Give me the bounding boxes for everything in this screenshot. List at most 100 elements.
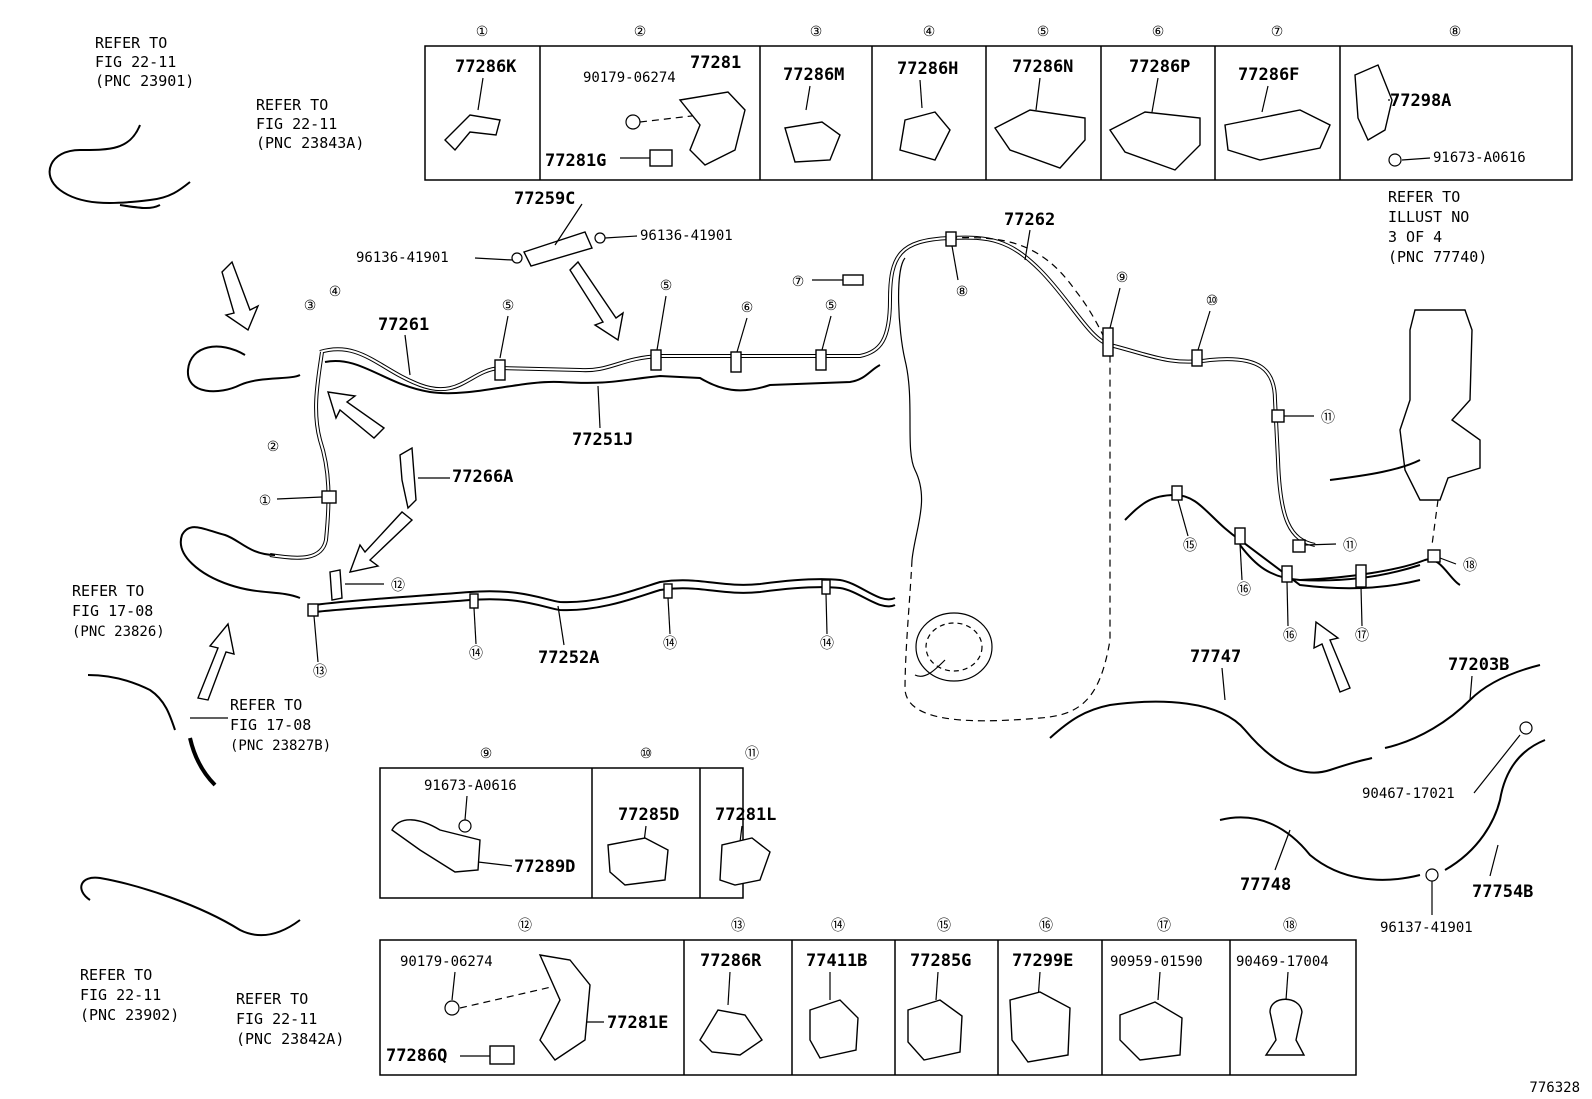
label-77754B: 77754B [1472, 882, 1533, 902]
label-77252A: 77252A [538, 648, 599, 668]
clip-90959-drawing [1119, 1001, 1183, 1061]
part-77289D: 77289D [514, 857, 575, 877]
label-77747: 77747 [1190, 647, 1241, 667]
callout-5b: ⑤ [660, 278, 673, 294]
ref-23901-line2: FIG 22-11 [95, 53, 176, 71]
top-header-5: ⑤ [1037, 24, 1050, 40]
top-header-3: ③ [810, 24, 823, 40]
callout-2: ② [267, 439, 280, 455]
part-77281G: 77281G [545, 151, 606, 171]
bracket-77281E-drawing [538, 954, 591, 1061]
top-header-8: ⑧ [1449, 24, 1462, 40]
part-labels: 77259C 96136-41901 96136-41901 77262 772… [356, 189, 1533, 936]
callout-14b: ⑭ [663, 636, 677, 652]
part-77286Q: 77286Q [386, 1046, 447, 1066]
nut-drawing [625, 114, 641, 130]
part-90469-17004: 90469-17004 [1236, 954, 1329, 970]
bottom-parts-table: ⑫ ⑬ ⑭ ⑮ ⑯ ⑰ ⑱ 90179-06274 77281E 77286Q … [379, 918, 1357, 1076]
callout-9: ⑨ [1116, 270, 1129, 286]
callout-13: ⑬ [313, 664, 327, 680]
part-77285D: 77285D [618, 805, 679, 825]
ref-77740-line4: (PNC 77740) [1388, 248, 1487, 266]
part-77286H: 77286H [897, 59, 958, 79]
clip-77285D-drawing [607, 837, 669, 886]
part-77266A-drawing [399, 446, 417, 510]
label-96136-41901-left: 96136-41901 [356, 250, 449, 266]
ref-23842A-line1: REFER TO [236, 990, 308, 1008]
ref-23902-line3: (PNC 23902) [80, 1006, 179, 1024]
callout-17: ⑰ [1355, 628, 1369, 644]
ref-23842A-line3: (PNC 23842A) [236, 1030, 344, 1048]
ref-77740-line2: ILLUST NO [1388, 208, 1469, 226]
label-77266A: 77266A [452, 467, 513, 487]
ref-23842A-line2: FIG 22-11 [236, 1010, 317, 1028]
label-90467-17021: 90467-17021 [1362, 786, 1455, 802]
mid-parts-table: ⑨ ⑩ ⑪ 91673-A0616 77289D 77285D 77281L [379, 746, 776, 899]
part-77286K: 77286K [455, 57, 517, 77]
callout-11b: ⑪ [1343, 538, 1357, 554]
callout-3: ③ [304, 298, 317, 314]
ref-23826-line3: (PNC 23826) [72, 624, 165, 640]
clip-77286M-drawing [784, 121, 841, 163]
part-77298A: 77298A [1390, 91, 1451, 111]
bracket-77281-drawing [678, 91, 746, 166]
mid-header-9: ⑨ [480, 746, 493, 762]
callouts: ③ ④ ② ① ⑤ ⑤ ⑥ ⑤ ⑦ ⑧ ⑨ ⑩ ⑪ ⑪ ⑫ ⑬ ⑭ ⑭ ⑭ ⑮ [259, 245, 1477, 680]
part-90959-01590: 90959-01590 [1110, 954, 1203, 970]
part-77281: 77281 [690, 53, 741, 73]
canister-drawing [1399, 309, 1481, 501]
part-77286M: 77286M [783, 65, 844, 85]
pipe-routing [48, 124, 1546, 937]
bottom-header-13: ⑬ [731, 918, 745, 934]
ref-23843A-line1: REFER TO [256, 96, 328, 114]
bottom-header-14: ⑭ [831, 918, 845, 934]
part-77281L: 77281L [715, 805, 776, 825]
part-90179-06274-top: 90179-06274 [583, 70, 676, 86]
clip-77285G-drawing [907, 999, 963, 1061]
label-77203B: 77203B [1448, 655, 1509, 675]
bracket-77298A-drawing [1354, 64, 1393, 141]
callout-7: ⑦ [792, 274, 805, 290]
top-header-2: ② [634, 24, 647, 40]
bottom-header-15: ⑮ [937, 918, 951, 934]
part-77411B: 77411B [806, 951, 867, 971]
top-header-4: ④ [923, 24, 936, 40]
part-77286N: 77286N [1012, 57, 1073, 77]
ref-23827B-line3: (PNC 23827B) [230, 738, 331, 754]
ref-23901-line3: (PNC 23901) [95, 72, 194, 90]
bottom-header-17: ⑰ [1157, 918, 1171, 934]
label-96137-41901: 96137-41901 [1380, 920, 1473, 936]
callout-4: ④ [329, 284, 342, 300]
bottom-header-16: ⑯ [1039, 918, 1053, 934]
callout-16b: ⑯ [1283, 628, 1297, 644]
callout-14a: ⑭ [469, 646, 483, 662]
hose-23827B-drawing [188, 737, 217, 787]
clip-77286H-drawing [899, 111, 951, 161]
mid-header-11: ⑪ [745, 746, 759, 762]
callout-5c: ⑤ [825, 298, 838, 314]
bracket-77289D-drawing [391, 819, 481, 873]
callout-15: ⑮ [1183, 538, 1197, 554]
part-77281E: 77281E [607, 1013, 668, 1033]
callout-6: ⑥ [741, 300, 754, 316]
callout-8: ⑧ [956, 284, 969, 300]
part-77299E: 77299E [1012, 951, 1073, 971]
clip-77286F-drawing [1224, 109, 1331, 161]
callout-11a: ⑪ [1321, 410, 1335, 426]
clip-77286K-drawing [444, 114, 501, 152]
clip-77286R-drawing [699, 1009, 763, 1056]
part-91673-A0616-mid: 91673-A0616 [424, 778, 517, 794]
ref-23826-line1: REFER TO [72, 582, 144, 600]
top-parts-table: ① ② ③ ④ ⑤ ⑥ ⑦ ⑧ 77286K 77281 90179-06274… [424, 24, 1573, 181]
label-77259C: 77259C [514, 189, 575, 209]
callout-14c: ⑭ [820, 636, 834, 652]
callout-12: ⑫ [391, 578, 405, 594]
ref-23843A-line2: FIG 22-11 [256, 115, 337, 133]
arrow-1 [221, 260, 260, 332]
callout-5a: ⑤ [502, 298, 515, 314]
clip-77286P-drawing [1108, 111, 1201, 171]
bolt-drawing [1388, 153, 1402, 167]
bottom-header-12: ⑫ [518, 918, 532, 934]
ref-77740-line1: REFER TO [1388, 188, 1460, 206]
callout-18: ⑱ [1463, 558, 1477, 574]
